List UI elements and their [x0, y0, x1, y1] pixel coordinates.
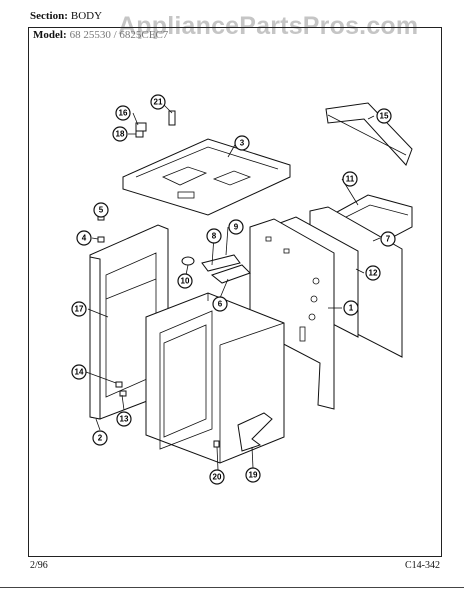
callout-13: 13 — [116, 411, 132, 427]
svg-text:21: 21 — [154, 98, 163, 107]
callout-19: 19 — [245, 467, 261, 483]
bottom-divider — [0, 587, 464, 588]
svg-text:4: 4 — [82, 234, 87, 243]
callout-8: 8 — [206, 228, 222, 244]
callout-5: 5 — [93, 202, 109, 218]
callout-4: 4 — [76, 230, 92, 246]
leader-lines — [85, 104, 381, 471]
svg-text:20: 20 — [213, 473, 222, 482]
part-upper-shield[interactable] — [325, 102, 413, 166]
exploded-parts-diagram: 21 16 18 3 15 11 7 12 1 5 4 17 9 8 10 6 … — [71, 94, 413, 485]
callout-7: 7 — [380, 231, 396, 247]
part-screw[interactable] — [97, 214, 105, 243]
part-burner-assembly[interactable] — [181, 254, 251, 284]
svg-text:15: 15 — [380, 112, 389, 121]
part-top-panel[interactable] — [122, 138, 291, 216]
svg-text:1: 1 — [349, 304, 354, 313]
svg-text:9: 9 — [234, 223, 239, 232]
model-value: 68 25530 / 6825CEC7 — [69, 29, 169, 41]
svg-text:3: 3 — [240, 139, 245, 148]
svg-text:17: 17 — [75, 305, 84, 314]
part-bottom-bracket[interactable] — [237, 412, 273, 452]
watermark: AppliancePartsPros.com — [118, 12, 419, 40]
revision-date: 2/96 — [30, 560, 48, 571]
section-label: Section:BODY — [30, 10, 103, 22]
callout-14: 14 — [71, 364, 87, 380]
svg-text:10: 10 — [181, 277, 190, 286]
callout-17: 17 — [71, 301, 87, 317]
svg-text:12: 12 — [369, 269, 378, 278]
svg-text:14: 14 — [75, 368, 84, 377]
part-hinge[interactable] — [115, 381, 127, 397]
svg-text:11: 11 — [346, 175, 355, 184]
svg-text:7: 7 — [386, 235, 391, 244]
svg-text:2: 2 — [98, 434, 103, 443]
svg-text:18: 18 — [116, 130, 125, 139]
callout-6: 6 — [212, 296, 228, 312]
svg-text:13: 13 — [120, 415, 129, 424]
callout-2: 2 — [92, 430, 108, 446]
diagram-frame — [28, 27, 442, 557]
callout-21: 21 — [150, 94, 166, 110]
model-label: Model:68 25530 / 6825CEC7 — [33, 29, 169, 41]
callout-15: 15 — [376, 108, 392, 124]
callout-12: 12 — [365, 265, 381, 281]
part-clip[interactable] — [135, 122, 147, 138]
svg-text:19: 19 — [249, 471, 258, 480]
callout-9: 9 — [228, 219, 244, 235]
diagram-code: C14-342 — [405, 560, 440, 571]
svg-text:5: 5 — [99, 206, 104, 215]
callout-20: 20 — [209, 469, 225, 485]
section-value: BODY — [70, 10, 103, 22]
callout-16: 16 — [115, 105, 131, 121]
svg-text:16: 16 — [119, 109, 128, 118]
callout-3: 3 — [234, 135, 250, 151]
part-bottom-screw[interactable] — [213, 440, 220, 448]
part-bracket[interactable] — [168, 110, 176, 126]
callout-11: 11 — [342, 171, 358, 187]
svg-text:6: 6 — [218, 300, 223, 309]
part-door-frame[interactable] — [89, 256, 101, 420]
callout-10: 10 — [177, 273, 193, 289]
part-oven-cavity[interactable] — [145, 292, 285, 464]
callout-1: 1 — [343, 300, 359, 316]
callout-18: 18 — [112, 126, 128, 142]
svg-text:8: 8 — [212, 232, 217, 241]
